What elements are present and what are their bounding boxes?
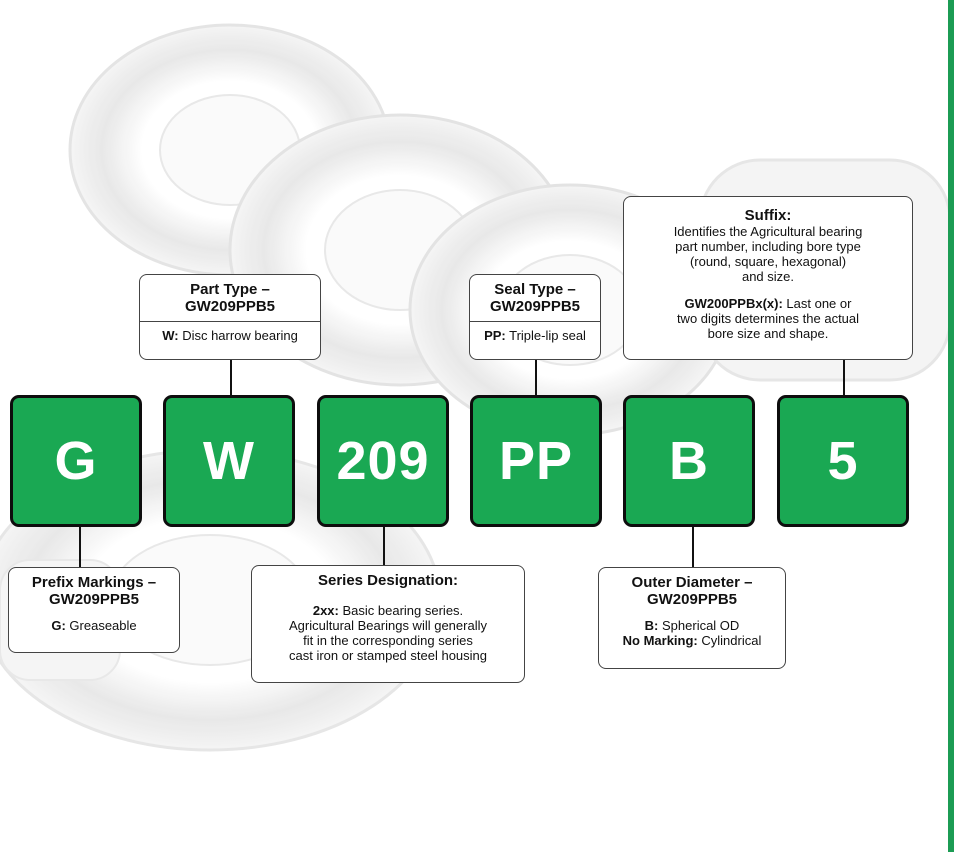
outer-diameter-line-2: No Marking: Cylindrical: [622, 633, 762, 648]
suffix-line-7: bore size and shape.: [707, 326, 829, 341]
suffix-line-4: and size.: [741, 269, 795, 284]
connector-part-type: [230, 360, 232, 395]
code-box-outer-diameter: B: [623, 395, 755, 527]
outer-diameter-line-1: B: Spherical OD: [644, 618, 740, 633]
connector-series: [383, 527, 385, 567]
suffix-line-6: two digits determines the actual: [676, 311, 860, 326]
callout-outer-diameter: Outer Diameter – GW209PPB5 B: Spherical …: [598, 567, 786, 669]
prefix-desc: G: Greaseable: [51, 618, 137, 633]
callout-part-type: Part Type – GW209PPB5 W: Disc harrow bea…: [139, 274, 321, 360]
part-type-code: GW209PPB5: [184, 298, 276, 315]
callout-prefix: Prefix Markings – GW209PPB5 G: Greaseabl…: [8, 567, 180, 653]
right-accent-stripe: [948, 0, 954, 852]
series-line-1: 2xx: Basic bearing series.: [312, 603, 464, 618]
callout-series: Series Designation: 2xx: Basic bearing s…: [251, 565, 525, 683]
connector-suffix: [843, 360, 845, 395]
divider: [470, 321, 600, 322]
series-line-3: fit in the corresponding series: [303, 633, 473, 648]
connector-seal-type: [535, 360, 537, 395]
callout-suffix: Suffix: Identifies the Agricultural bear…: [623, 196, 913, 360]
prefix-title: Prefix Markings –: [31, 574, 157, 591]
suffix-line-3: (round, square, hexagonal): [689, 254, 847, 269]
code-box-suffix: 5: [777, 395, 909, 527]
suffix-line-1: Identifies the Agricultural bearing: [673, 224, 863, 239]
part-type-desc: W: Disc harrow bearing: [162, 328, 298, 343]
suffix-line-2: part number, including bore type: [675, 239, 861, 254]
outer-diameter-code: GW209PPB5: [646, 591, 738, 608]
code-box-part-type: W: [163, 395, 295, 527]
outer-diameter-title: Outer Diameter –: [631, 574, 753, 591]
callout-seal-type: Seal Type – GW209PPB5 PP: Triple-lip sea…: [469, 274, 601, 360]
suffix-title: Suffix:: [744, 207, 792, 224]
code-box-seal-type: PP: [470, 395, 602, 527]
divider: [140, 321, 320, 322]
code-box-series: 209: [317, 395, 449, 527]
connector-prefix: [79, 527, 81, 567]
part-type-title: Part Type –: [190, 281, 270, 298]
connector-outer-diameter: [692, 527, 694, 567]
series-line-4: cast iron or stamped steel housing: [289, 648, 487, 663]
suffix-line-5: GW200PPBx(x): Last one or: [684, 296, 852, 311]
prefix-code: GW209PPB5: [48, 591, 140, 608]
series-line-2: Agricultural Bearings will generally: [289, 618, 487, 633]
code-box-prefix: G: [10, 395, 142, 527]
seal-type-code: GW209PPB5: [489, 298, 581, 315]
series-title: Series Designation:: [317, 572, 459, 589]
seal-type-title: Seal Type –: [494, 281, 576, 298]
seal-type-desc: PP: Triple-lip seal: [484, 328, 586, 343]
